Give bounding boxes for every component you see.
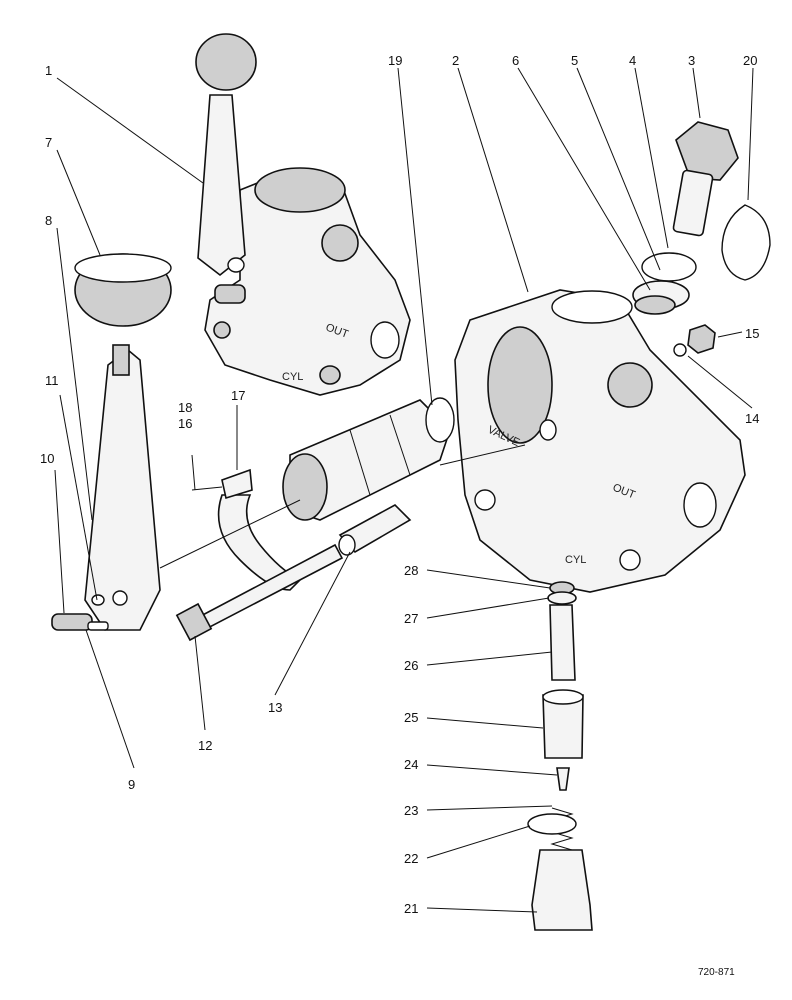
callout-22: 22 <box>404 851 418 866</box>
cap-part-21 <box>531 849 593 931</box>
callout-labels: 1 19 2 6 5 4 3 20 7 8 15 11 18 16 17 14 … <box>40 53 759 916</box>
callout-14: 14 <box>745 411 759 426</box>
callout-23: 23 <box>404 803 418 818</box>
callout-8: 8 <box>45 213 52 228</box>
callout-3: 3 <box>688 53 695 68</box>
o-ring-part-4 <box>641 252 697 282</box>
callout-28: 28 <box>404 563 418 578</box>
lever-part-8 <box>84 344 161 631</box>
washer-part-14 <box>673 343 687 357</box>
callout-27: 27 <box>404 611 418 626</box>
knob-part-7 <box>74 253 172 327</box>
cyl-mark: CYL <box>565 554 586 566</box>
callout-11: 11 <box>45 373 59 388</box>
pin-part-10 <box>51 594 109 631</box>
callout-9: 9 <box>128 777 135 792</box>
upper-cyl-mark: CYL <box>282 371 303 383</box>
nut-part-15 <box>687 324 716 354</box>
plunger-part-26 <box>549 604 576 681</box>
callout-15: 15 <box>745 326 759 341</box>
callout-24: 24 <box>404 757 418 772</box>
washer-part-6 <box>634 295 676 315</box>
sleeve-part-13 <box>338 504 412 556</box>
leader-lines <box>54 67 754 913</box>
o-ring-part-22 <box>527 813 577 835</box>
relief-plug-part-3 <box>672 121 739 237</box>
callout-1: 1 <box>45 63 52 78</box>
callout-16: 16 <box>178 416 192 431</box>
callout-6: 6 <box>512 53 519 68</box>
valve-assembly-upper: OUT CYL <box>195 33 411 396</box>
callout-21: 21 <box>404 901 418 916</box>
ring-part-27 <box>547 591 577 605</box>
callout-10: 10 <box>40 451 54 466</box>
callout-7: 7 <box>45 135 52 150</box>
snap-ring-part-20 <box>721 204 771 281</box>
valve-body-part-2: VALVE OUT CYL <box>454 289 746 593</box>
callout-12: 12 <box>198 738 212 753</box>
callout-2: 2 <box>452 53 459 68</box>
bolt-part-12 <box>175 543 344 642</box>
callout-25: 25 <box>404 710 418 725</box>
callout-13: 13 <box>268 700 282 715</box>
callout-4: 4 <box>629 53 636 68</box>
callout-19: 19 <box>388 53 402 68</box>
callout-26: 26 <box>404 658 418 673</box>
callout-5: 5 <box>571 53 578 68</box>
spool-part-19 <box>282 397 455 521</box>
callout-17: 17 <box>231 388 245 403</box>
pin-part-24 <box>556 767 570 791</box>
callout-20: 20 <box>743 53 757 68</box>
figure-reference: 720-871 <box>698 967 735 978</box>
clevis-part-17 <box>217 468 302 591</box>
callout-18: 18 <box>178 400 192 415</box>
